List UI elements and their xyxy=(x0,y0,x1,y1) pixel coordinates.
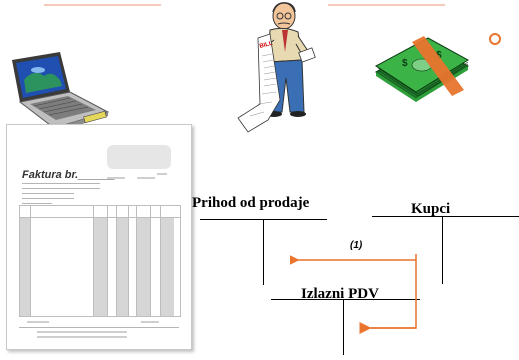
money-stack-icon: $ $ xyxy=(375,36,469,102)
accent-line-right xyxy=(328,4,445,6)
account-kupci-vline xyxy=(442,216,443,284)
account-kupci-hline xyxy=(372,216,519,217)
account-pdv-label: Izlazni PDV xyxy=(301,286,379,302)
man-reading-bill-icon: BILL xyxy=(237,2,316,133)
laptop-icon xyxy=(12,52,110,132)
account-pdv-vline xyxy=(343,299,344,355)
svg-text:$: $ xyxy=(436,50,442,61)
flow-label: (1) xyxy=(350,240,363,251)
invoice-logo-box xyxy=(107,145,171,169)
flow-arrows xyxy=(290,254,417,334)
invoice-document: Faktura br.______ xyxy=(6,124,192,350)
accent-line-left xyxy=(44,4,161,6)
account-kupci-label: Kupci xyxy=(411,201,451,217)
account-prihod-vline xyxy=(263,219,264,285)
bullet-icon xyxy=(489,33,501,45)
svg-text:BILL: BILL xyxy=(259,41,274,50)
account-prihod-label: Prihod od prodaje xyxy=(192,195,310,211)
invoice-title: Faktura br.______ xyxy=(22,169,115,181)
svg-text:$: $ xyxy=(402,58,408,69)
invoice-table xyxy=(19,205,181,317)
account-pdv-hline xyxy=(271,299,420,300)
arrow-to-prihod xyxy=(370,254,417,329)
